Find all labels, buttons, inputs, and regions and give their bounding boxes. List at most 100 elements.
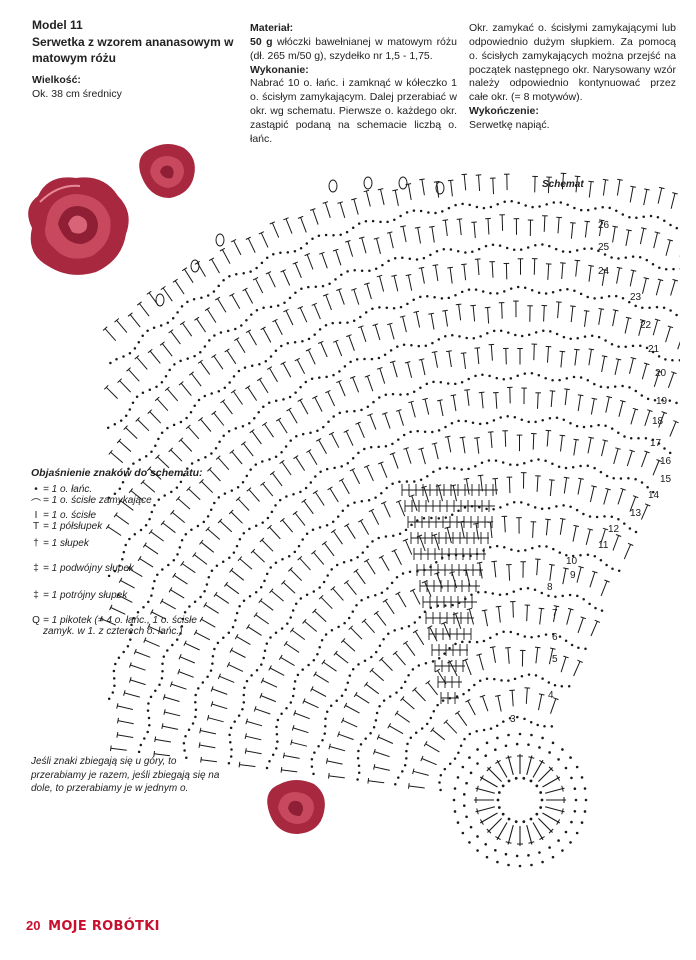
chain-dot xyxy=(576,337,579,340)
stitch-mark xyxy=(382,412,388,415)
stitch-mark xyxy=(345,705,360,714)
chain-dot xyxy=(456,821,460,824)
stitch-mark xyxy=(460,352,467,354)
chain-dot xyxy=(426,294,429,298)
stitch-mark xyxy=(245,735,262,741)
chain-dot xyxy=(242,599,246,602)
stitch-mark xyxy=(543,305,545,322)
stitch-mark xyxy=(310,686,314,692)
chain-dot xyxy=(221,560,225,564)
stitch-mark xyxy=(639,228,645,245)
chain-dot xyxy=(462,692,465,696)
stitch-mark xyxy=(332,530,343,545)
stitch-mark xyxy=(447,179,454,182)
stitch-mark xyxy=(215,593,230,604)
chain-dot xyxy=(501,461,505,464)
chain-dot xyxy=(192,298,196,301)
chain-dot xyxy=(503,546,506,549)
stitch-mark xyxy=(229,567,234,573)
stitch-mark xyxy=(475,523,479,540)
stitch-mark xyxy=(378,555,384,559)
chain-dot xyxy=(588,602,591,606)
chain-dot xyxy=(475,205,479,209)
chain-dot xyxy=(380,591,384,594)
chain-dot xyxy=(537,634,540,638)
chain-dot xyxy=(479,335,482,338)
stitch-mark xyxy=(208,257,215,262)
stitch-mark xyxy=(126,367,131,372)
chain-dot xyxy=(184,533,188,536)
stitch-mark xyxy=(395,409,402,412)
stitch-mark xyxy=(563,567,569,570)
chain-dot xyxy=(419,386,422,390)
chain-dot xyxy=(217,389,221,393)
stitch-mark xyxy=(261,539,274,552)
chain-dot xyxy=(379,220,382,224)
finishing-text: Serwetkę napiąć. xyxy=(469,119,550,132)
stitch-mark xyxy=(402,538,409,542)
chain-dot xyxy=(551,462,554,465)
chain-dot xyxy=(530,289,534,292)
chain-dot xyxy=(495,376,499,380)
chain-dot xyxy=(267,401,271,405)
stitch-mark xyxy=(346,581,357,596)
stitch-mark xyxy=(327,391,336,407)
stitch-mark xyxy=(146,290,152,295)
chain-dot xyxy=(414,731,418,734)
stitch-mark xyxy=(326,760,343,765)
chain-dot xyxy=(210,452,213,455)
chain-dot xyxy=(285,706,288,710)
chain-dot xyxy=(487,459,491,462)
chain-dot xyxy=(275,747,278,750)
stitch-mark xyxy=(476,561,483,564)
chain-dot xyxy=(443,652,446,655)
stitch-mark xyxy=(504,430,507,447)
stitch-mark xyxy=(368,780,385,784)
chain-dot xyxy=(183,749,186,752)
stitch-mark xyxy=(548,766,554,772)
chain-dot xyxy=(537,291,541,295)
chain-dot xyxy=(261,460,264,463)
chain-dot xyxy=(561,594,564,598)
chain-dot xyxy=(533,506,537,509)
stitch-mark xyxy=(225,583,240,595)
chain-dot xyxy=(586,553,590,557)
stitch-mark xyxy=(588,265,592,282)
stitch-mark xyxy=(512,601,514,618)
chain-dot xyxy=(539,791,543,794)
chain-dot xyxy=(377,536,380,540)
magazine-name: MOJE ROBÓTKI xyxy=(48,919,160,934)
chain-dot xyxy=(301,538,304,541)
chain-dot xyxy=(317,745,320,748)
round-number: 12 xyxy=(608,524,620,535)
stitch-mark xyxy=(394,710,399,716)
stitch-mark xyxy=(544,787,565,794)
stitch-mark xyxy=(537,817,553,833)
stitch-mark xyxy=(205,526,210,532)
chain-dot xyxy=(206,515,210,518)
stitch-mark xyxy=(246,720,263,727)
chain-dot xyxy=(322,425,325,429)
stitch-mark xyxy=(452,485,457,502)
stitch-mark xyxy=(459,436,466,439)
stitch-mark xyxy=(108,449,113,455)
stitch-mark xyxy=(620,400,626,403)
chain-dot xyxy=(482,728,486,732)
chain-dot xyxy=(374,593,377,597)
chain-dot xyxy=(377,356,381,360)
stitch-mark xyxy=(369,414,377,430)
stitch-mark xyxy=(486,828,492,834)
chain-dot xyxy=(593,382,596,386)
stitch-mark xyxy=(487,218,490,235)
stitch-mark xyxy=(431,533,438,537)
stitch-mark xyxy=(181,267,188,272)
chain-dot xyxy=(662,306,666,309)
chain-dot xyxy=(447,296,451,300)
stitch-mark xyxy=(162,725,179,730)
chain-dot xyxy=(258,362,261,366)
chain-dot xyxy=(558,551,562,554)
stitch-mark xyxy=(113,512,118,518)
chain-stitch-icon: • xyxy=(34,484,38,496)
chain-dot xyxy=(274,349,278,353)
chain-dot xyxy=(405,749,408,753)
